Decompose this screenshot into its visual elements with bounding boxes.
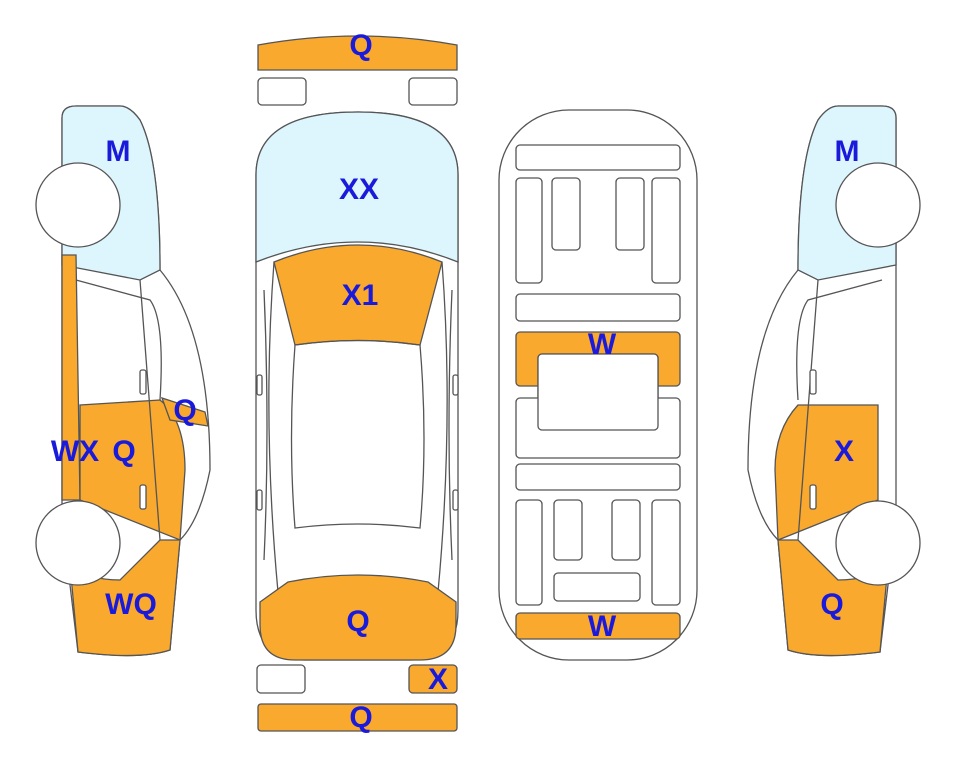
underbody-slot [611, 499, 641, 561]
cabin-outline [290, 339, 425, 529]
front-light-right [408, 77, 458, 106]
left-front-wheel-icon [35, 162, 121, 248]
underbody-slot [615, 177, 645, 251]
underbody-slot [551, 177, 581, 251]
label-front-bumper: Q [349, 29, 373, 62]
label-rear-bumper: Q [349, 701, 373, 734]
left-mirror-panel [160, 396, 209, 427]
mirror-right-top [452, 374, 459, 396]
handle-left-top [256, 489, 263, 511]
underbody-slot [651, 177, 681, 284]
underbody-slot [553, 572, 641, 602]
rear-plate-corner-panel [408, 664, 458, 694]
underbody-slot [553, 499, 583, 561]
trunk-panel [259, 574, 457, 661]
label-windshield: XX [338, 173, 380, 206]
right-window-line [796, 279, 883, 401]
front-light-left [257, 77, 307, 106]
left-side-view [35, 105, 211, 657]
underbody-view [498, 109, 698, 661]
underbody-center-plate [537, 353, 659, 431]
right-door-line [797, 279, 819, 541]
label-left-mirror: Q [173, 394, 197, 427]
label-right-door: X [833, 435, 855, 468]
windshield-panel [255, 111, 459, 263]
rear-light-left [256, 664, 306, 694]
right-rear-wheel-icon [835, 500, 921, 586]
right-handle-icon [809, 484, 817, 510]
label-left-door-secondary: Q [112, 435, 136, 468]
underbody-rear-panel [515, 612, 681, 640]
label-trunk: Q [346, 605, 370, 638]
rear-bumper-panel [257, 703, 458, 732]
underbody-front-rail [515, 144, 681, 171]
label-right-rear-quarter: Q [820, 588, 844, 621]
left-handle-icon [139, 484, 147, 510]
right-front-wheel-icon [835, 162, 921, 248]
left-door-panel [79, 399, 186, 541]
underbody-slot [651, 499, 681, 606]
left-handle-icon [139, 369, 147, 395]
door-line-right [448, 289, 453, 561]
label-left-roof: M [105, 135, 131, 168]
mirror-left-top [256, 374, 263, 396]
underbody-slot [515, 499, 543, 606]
left-rear-wheel-icon [35, 500, 121, 586]
handle-right-top [452, 489, 459, 511]
right-handle-icon [809, 369, 817, 395]
label-left-rear-quarter: WQ [105, 588, 157, 621]
door-line-left [263, 289, 268, 561]
side-right-line [437, 261, 448, 593]
label-underbody-rear: W [587, 610, 617, 643]
underbody-slot [515, 177, 543, 284]
front-bumper-panel [257, 35, 458, 71]
left-door-line [139, 279, 161, 541]
label-left-door-primary: WX [50, 435, 100, 468]
label-right-roof: M [834, 135, 860, 168]
left-window-line [75, 279, 162, 401]
right-side-view [747, 105, 921, 657]
label-underbody-front: W [587, 328, 617, 361]
side-left-line [268, 261, 279, 593]
label-hood: X1 [341, 279, 379, 312]
underbody-crossbar [515, 293, 681, 322]
label-rear-plate-corner: X [427, 663, 449, 696]
top-view-car [255, 35, 459, 732]
underbody-crossbar [515, 463, 681, 491]
